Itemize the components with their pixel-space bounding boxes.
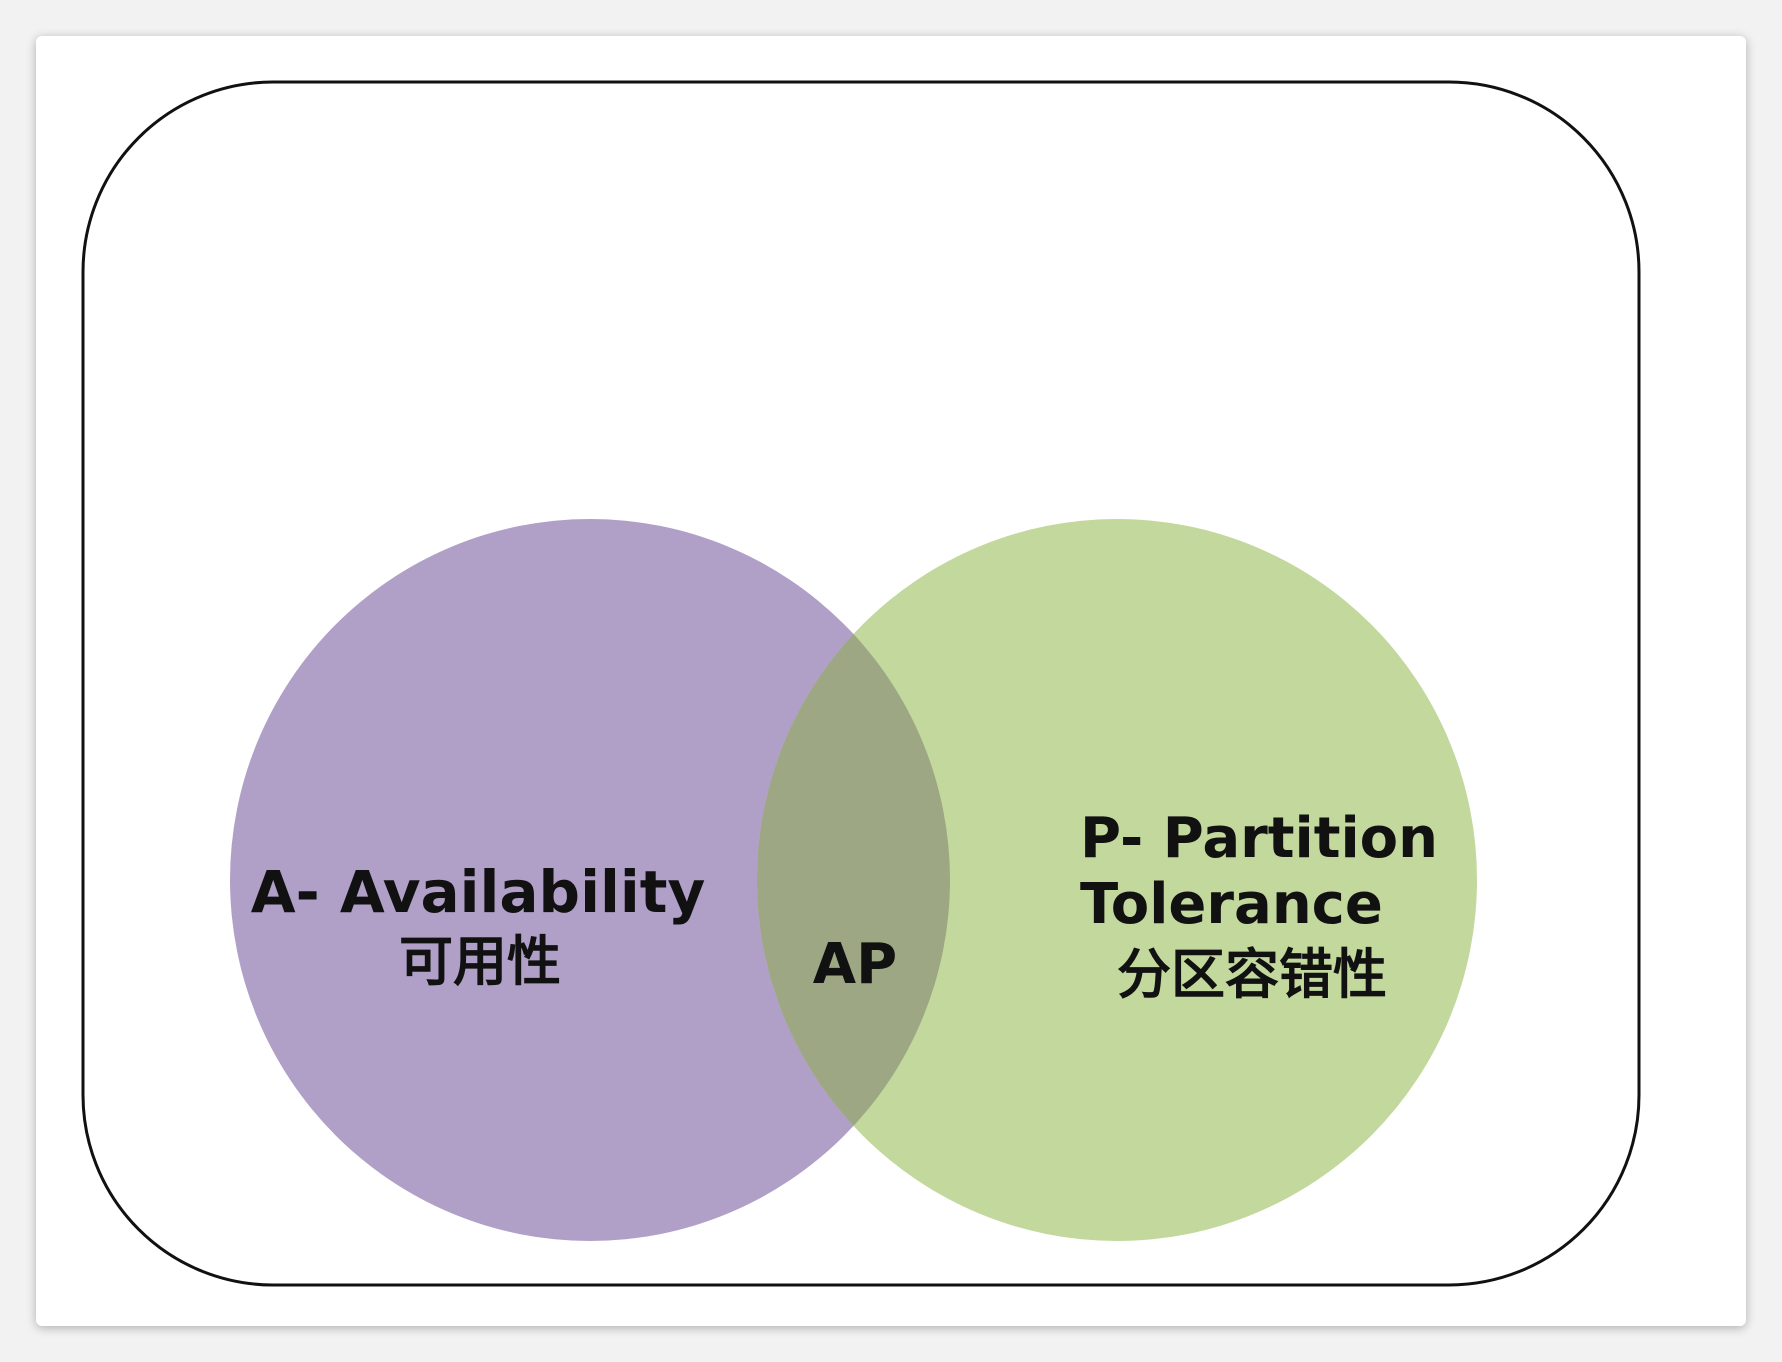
ap-label: AP	[813, 932, 897, 997]
partition-label-line2: Tolerance	[1080, 872, 1383, 937]
partition-label-line3: 分区容错性	[1117, 943, 1387, 1006]
availability-circle	[230, 519, 950, 1241]
availability-label-line1: A- Availability	[251, 858, 706, 926]
partition-tolerance-circle	[757, 519, 1477, 1241]
partition-label-line1: P- Partition	[1080, 806, 1438, 871]
availability-label-line2: 可用性	[399, 930, 561, 993]
outer-frame	[81, 80, 1641, 1287]
